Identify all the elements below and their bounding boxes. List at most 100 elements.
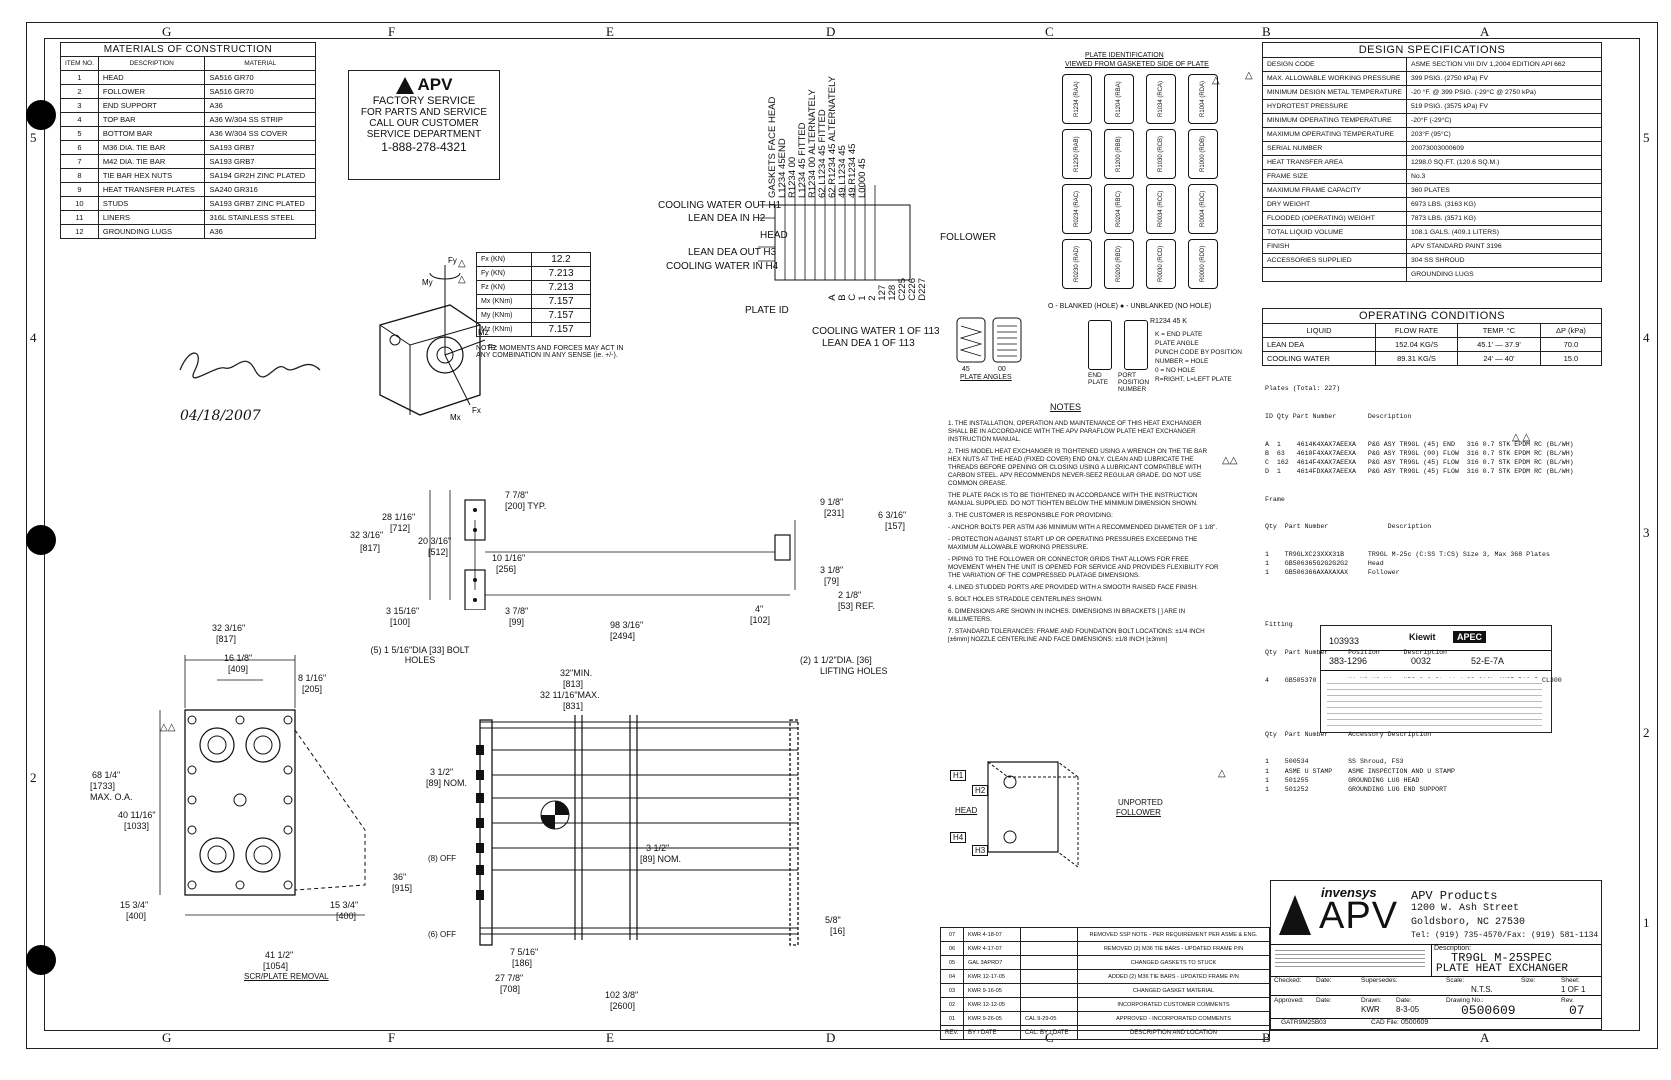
dim-label: 7 7/8" <box>505 490 529 500</box>
force-value: 7.157 <box>531 294 591 309</box>
item-number: 12 <box>60 224 99 239</box>
dim-label: [1733] <box>90 781 116 791</box>
rev-number: 01 <box>940 1011 964 1026</box>
plates-heading: Plates (Total: 227) <box>1265 385 1341 393</box>
binder-hole <box>26 100 56 130</box>
plate-code-cell: R0200 (RBD) <box>1104 239 1134 289</box>
pressure-drop: 15.0 <box>1539 351 1603 366</box>
rev-description: INCORPORATED CUSTOMER COMMENTS <box>1077 997 1270 1012</box>
spec-name <box>1262 267 1407 282</box>
rev-checked <box>1020 927 1078 942</box>
rev-number: 07 <box>940 927 964 942</box>
end-view <box>159 655 366 916</box>
dim-label: 3 1/2" <box>430 767 454 777</box>
plate-code-cell: R0234 (RAC) <box>1062 184 1092 234</box>
spec-value: 360 PLATES <box>1405 183 1603 198</box>
dim-label: [813] <box>563 679 584 689</box>
item-material: A36 W/304 SS COVER <box>204 126 316 141</box>
head-label: HEAD <box>760 230 788 241</box>
kiewit-block: 103933 383-1296 0032 52-E-7A Kiewit APEC <box>1320 625 1552 733</box>
dim-label: 98 3/16" <box>610 620 644 630</box>
forces-note: NOTE: MOMENTS AND FORCES MAY ACT IN ANY … <box>476 345 624 359</box>
apv-title-logo-icon <box>1279 889 1311 935</box>
rev-checked <box>1020 955 1078 970</box>
dim-label: [2494] <box>610 631 636 641</box>
item-material: A36 <box>204 224 316 239</box>
frame-heading: Frame <box>1265 495 1285 503</box>
rev-description: REMOVED (2) M36 TIE BARS - UPDATED FRAME… <box>1077 941 1270 956</box>
dim-label: 32 3/16" <box>212 623 246 633</box>
plate-legend: O - BLANKED (HOLE) ● - UNBLANKED (NO HOL… <box>1048 303 1212 310</box>
gasket-label: 49 L1234 45 <box>837 145 848 198</box>
item-description: HEAT TRANSFER PLATES <box>97 182 206 197</box>
gasket-label: 62 L1234 45 FITTED <box>817 109 828 198</box>
dim-label: 40 11/16" <box>118 810 156 820</box>
force-name: Fx (KN) <box>476 252 532 267</box>
rev-footer: CAL. BY / DATE <box>1020 1025 1078 1040</box>
note-item: 4. LINED STUDDED PORTS ARE PROVIDED WITH… <box>948 584 1199 591</box>
axis-label: Mx <box>450 413 461 422</box>
rev-footer: REV. <box>940 1025 964 1040</box>
design-row: MINIMUM DESIGN METAL TEMPERATURE-20 °F. … <box>1262 85 1603 100</box>
dim-label: [256] <box>496 564 517 574</box>
follower-label: FOLLOWER <box>940 232 997 243</box>
temperature: 45.1' — 37.9' <box>1457 337 1541 352</box>
dim-label: LIFTING HOLES <box>820 666 888 676</box>
item-number: 11 <box>60 210 99 225</box>
force-row: Mz (KNm)7.157 <box>476 322 591 337</box>
service-line: SERVICE DEPARTMENT <box>366 129 482 140</box>
code-note: K = END PLATE <box>1155 331 1203 338</box>
spec-name: FINISH <box>1262 239 1407 254</box>
rev-by: GAL 3APRD7 <box>963 955 1021 970</box>
plate-id: C225 <box>897 278 908 301</box>
iso-port: H4 <box>950 832 967 843</box>
dim-label: 9 1/8" <box>820 497 844 507</box>
item-number: 10 <box>60 196 99 211</box>
item-number: 8 <box>60 168 99 183</box>
cad-file: 0500609 <box>1401 1019 1429 1026</box>
iso-port: H1 <box>950 770 967 781</box>
cad-code: GATR9M25B03 <box>1281 1019 1327 1026</box>
port-label: COOLING WATER IN H4 <box>666 261 779 272</box>
item-description: TOP BAR <box>97 112 206 127</box>
bolt-holes-label: (5) 1 5/16"DIA [33] BOLT HOLES <box>370 645 470 665</box>
spec-name: MAXIMUM OPERATING TEMPERATURE <box>1262 127 1407 142</box>
dwg-label: Drawing No.: <box>1446 997 1484 1004</box>
apv-logo-icon <box>395 76 414 94</box>
rev-description: ADDED (2) M36 TIE BARS - UPDATED FRAME P… <box>1077 969 1270 984</box>
plate-code-cell: R1034 (RCA) <box>1146 74 1176 124</box>
design-title: DESIGN SPECIFICATIONS <box>1262 42 1602 58</box>
rev-value: 07 <box>1569 1003 1585 1018</box>
dim-label: 10 1/16" <box>492 553 526 563</box>
col-header: ΔP (kPa) <box>1539 323 1603 338</box>
force-name: Mz (KNm) <box>476 322 532 337</box>
plate-code-cell: R1234 (RAA) <box>1062 74 1092 124</box>
rev-by: KWR 9-16-05 <box>963 983 1021 998</box>
dim-label: [99] <box>509 617 525 627</box>
accessory-part-line: 1 500534 SS Shroud, FS3 <box>1265 758 1404 766</box>
design-row: GROUNDING LUGS <box>1262 267 1603 282</box>
dim-label: 32 3/16" <box>350 530 384 540</box>
revision-triangle-icon: △△ <box>1222 455 1238 466</box>
gasket-label: GASKETS FACE HEAD <box>767 96 778 198</box>
date-label: Date: <box>1316 977 1332 984</box>
dim-label: [712] <box>390 523 411 533</box>
dim-label: 41 1/2" <box>265 950 294 960</box>
plate-code-cell: R1000 (RDB) <box>1188 129 1218 179</box>
supersedes-label: Supersedes: <box>1361 977 1398 984</box>
spec-value: 108.1 GALS. (409.1 LITERS) <box>1405 225 1603 240</box>
dim-label: 32"MIN. <box>560 668 593 678</box>
spec-value: 7873 LBS. (3571 KG) <box>1405 211 1603 226</box>
dim-label: [708] <box>500 984 521 994</box>
rev-checked <box>1020 997 1078 1012</box>
note-item: THE PLATE PACK IS TO BE TIGHTENED IN ACC… <box>948 492 1198 507</box>
